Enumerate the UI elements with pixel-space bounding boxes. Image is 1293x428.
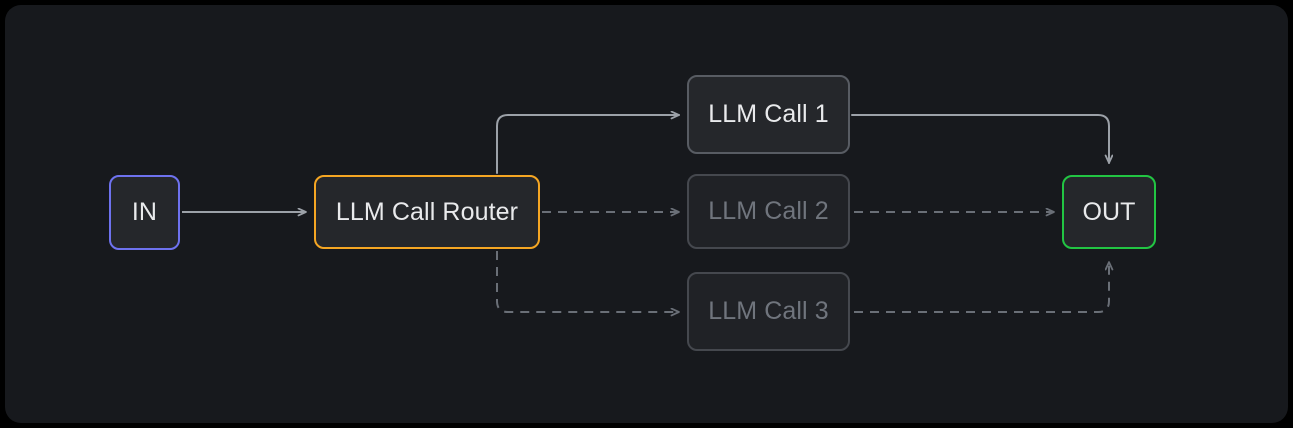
node-llm-call-3[interactable]: LLM Call 3 <box>687 272 850 351</box>
edge-router-to-call3 <box>496 251 679 312</box>
node-llm-call-2[interactable]: LLM Call 2 <box>687 174 850 249</box>
node-llm-call-router-label: LLM Call Router <box>335 197 519 226</box>
node-llm-call-3-label: LLM Call 3 <box>708 297 829 325</box>
node-out[interactable]: OUT <box>1062 175 1156 249</box>
node-llm-call-1[interactable]: LLM Call 1 <box>687 75 850 154</box>
node-llm-call-1-label: LLM Call 1 <box>708 100 829 128</box>
edge-router-to-call1 <box>496 115 680 174</box>
edge-call3-to-out <box>854 262 1109 313</box>
node-llm-call-2-label: LLM Call 2 <box>708 197 829 225</box>
node-in[interactable]: IN <box>109 175 180 250</box>
node-out-label: OUT <box>1082 197 1136 226</box>
node-llm-call-router[interactable]: LLM Call Router <box>314 175 540 249</box>
edge-call1-to-out <box>851 114 1109 164</box>
node-in-label: IN <box>131 198 158 226</box>
